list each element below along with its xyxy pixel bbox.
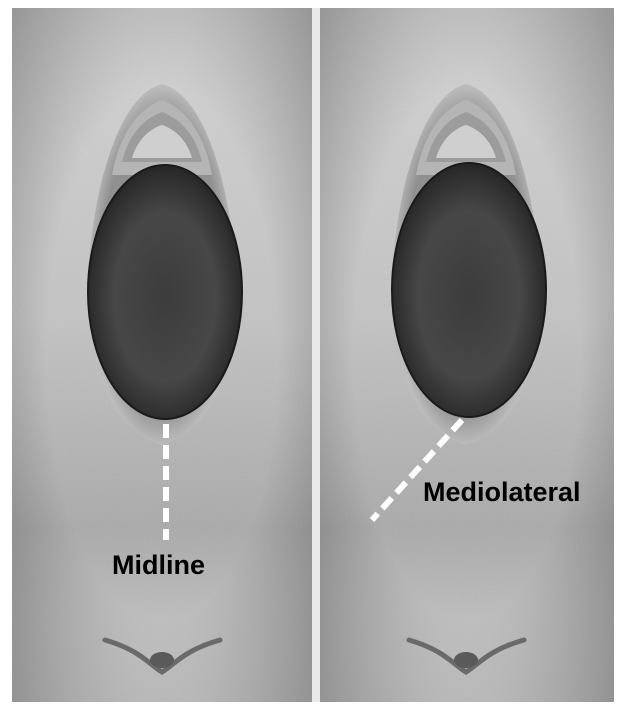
panel-divider xyxy=(312,8,320,702)
mediolateral-label: Mediolateral xyxy=(423,477,581,508)
right-panel xyxy=(320,8,614,702)
midline-label: Midline xyxy=(112,550,205,581)
left-panel xyxy=(12,8,312,702)
